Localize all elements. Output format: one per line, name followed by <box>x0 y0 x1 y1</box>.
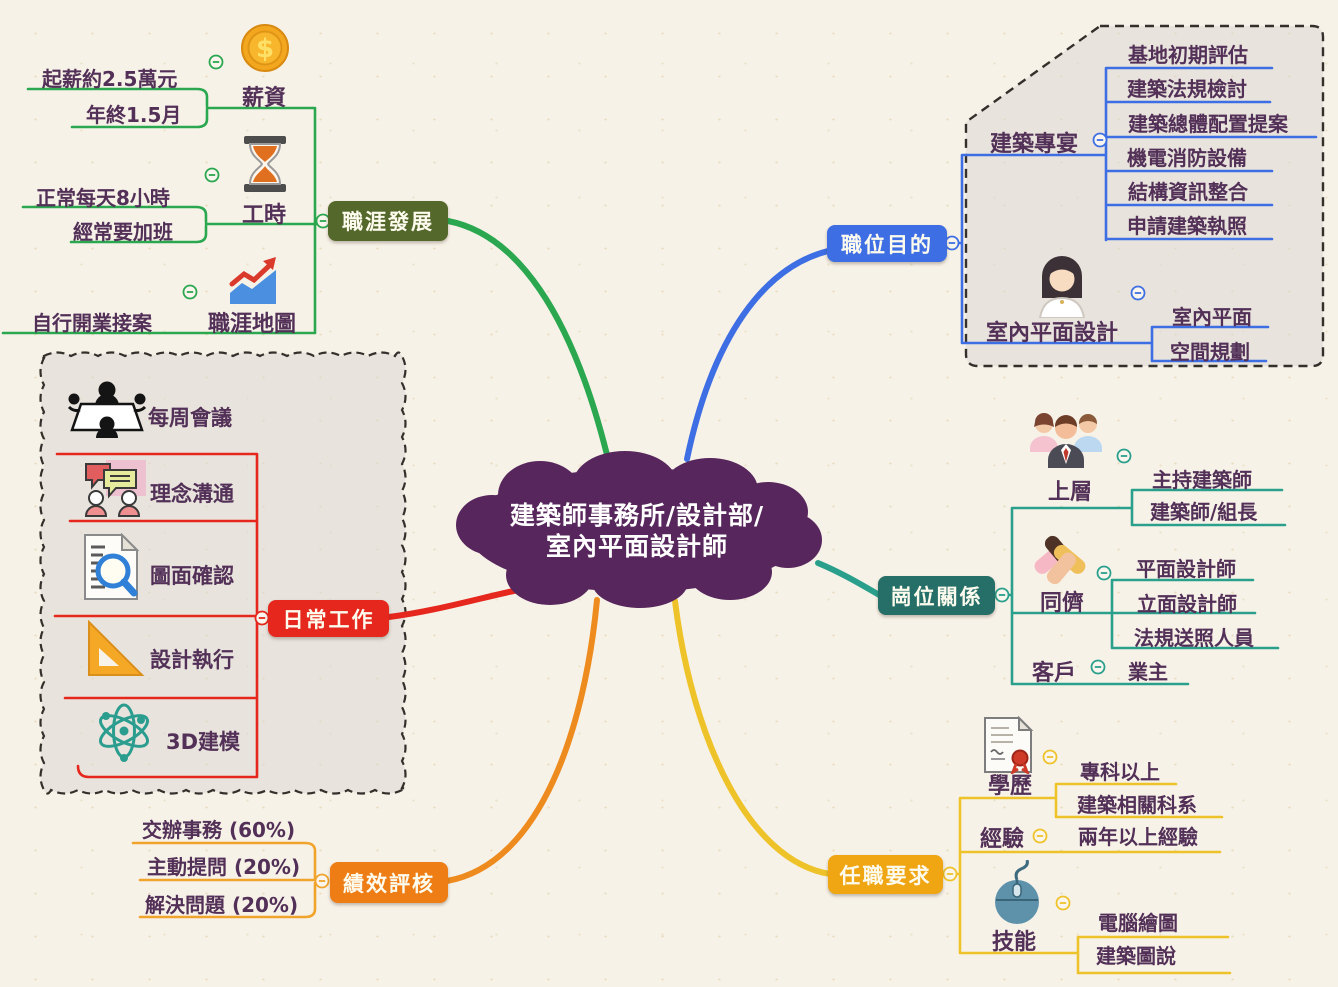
coin-icon: $ <box>240 22 290 74</box>
topic-drawing-confirmation[interactable]: 圖面確認 <box>150 564 234 588</box>
collapse-toggle[interactable] <box>944 235 960 251</box>
branch-curve-purpose <box>684 248 831 462</box>
collapse-toggle[interactable] <box>254 610 270 626</box>
meeting-table-icon <box>66 380 148 444</box>
collapse-toggle[interactable] <box>208 54 224 70</box>
topic-lead-architect[interactable]: 主持建築師 <box>1152 468 1252 492</box>
collapse-toggle[interactable] <box>1042 749 1058 765</box>
collapse-toggle[interactable] <box>1096 565 1112 581</box>
topic-weekly-meeting[interactable]: 每周會議 <box>148 406 232 430</box>
chart-up-icon <box>227 253 279 307</box>
topic-interior-plan-design[interactable]: 室內平面設計 <box>986 321 1119 346</box>
topic-mep-fire-equipment[interactable]: 機電消防設備 <box>1127 146 1247 170</box>
topic-peers[interactable]: 同儕 <box>1040 591 1085 616</box>
woman-avatar-icon <box>1033 252 1091 319</box>
hands-together-icon <box>1026 528 1094 592</box>
topic-work-hours[interactable]: 工時 <box>242 203 287 228</box>
topic-upper-level[interactable]: 上層 <box>1048 480 1093 505</box>
topic-concept-communication[interactable]: 理念溝通 <box>150 482 234 506</box>
topic-skills[interactable]: 技能 <box>992 930 1037 955</box>
topic-architecture-related-major[interactable]: 建築相關科系 <box>1077 793 1197 817</box>
topic-design-execution[interactable]: 設計執行 <box>150 648 234 672</box>
topic-interior-plan[interactable]: 室內平面 <box>1172 305 1252 329</box>
document-magnifier-icon <box>82 532 140 601</box>
topic-code-submission-staff[interactable]: 法規送照人員 <box>1134 626 1254 650</box>
topic-two-years-experience[interactable]: 兩年以上經驗 <box>1078 825 1198 849</box>
central-topic-title-line1: 建築師事務所/設計部/ <box>509 501 765 530</box>
mouse-icon <box>990 859 1044 926</box>
collapse-toggle[interactable] <box>1130 285 1146 301</box>
topic-performance-review[interactable]: 績效評核 <box>330 862 448 903</box>
topic-overall-layout-proposal[interactable]: 建築總體配置提案 <box>1128 112 1288 136</box>
svg-text:$: $ <box>256 34 274 64</box>
topic-year-end-bonus[interactable]: 年終1.5月 <box>86 103 182 127</box>
topic-career-development[interactable]: 職涯發展 <box>328 201 448 241</box>
hourglass-icon <box>241 136 289 192</box>
collapse-toggle[interactable] <box>182 284 198 300</box>
central-topic[interactable] <box>456 451 822 608</box>
topic-assigned-tasks[interactable]: 交辦事務 (60%) <box>142 818 296 842</box>
topic-salary[interactable]: 薪資 <box>242 86 287 111</box>
topic-3d-modeling[interactable]: 3D建模 <box>166 730 241 754</box>
branch-curve-requirements <box>672 598 833 877</box>
tree-lines-performance <box>131 841 324 919</box>
topic-starting-salary[interactable]: 起薪約2.5萬元 <box>42 67 178 91</box>
tree-lines-career <box>1 87 319 335</box>
topic-normal-8-hours[interactable]: 正常每天8小時 <box>36 186 170 210</box>
central-topic-title-line2: 室內平面設計師 <box>545 532 728 561</box>
topic-position-purpose[interactable]: 職位目的 <box>827 225 947 262</box>
topic-problem-solving[interactable]: 解決問題 (20%) <box>145 893 299 917</box>
collapse-toggle[interactable] <box>204 167 220 183</box>
chat-people-icon <box>84 460 148 518</box>
topic-college-above[interactable]: 專科以上 <box>1080 760 1160 784</box>
topic-job-requirements[interactable]: 任職要求 <box>828 855 943 894</box>
collapse-toggle[interactable] <box>314 873 330 889</box>
triangle-ruler-icon <box>82 619 146 678</box>
collapse-toggle[interactable] <box>1090 659 1106 675</box>
certificate-icon <box>982 715 1034 776</box>
topic-architect-team-leader[interactable]: 建築師/組長 <box>1150 500 1258 524</box>
team-icon <box>1028 408 1104 472</box>
topic-architecture-project[interactable]: 建築專宴 <box>990 132 1079 157</box>
topic-daily-work[interactable]: 日常工作 <box>268 600 389 637</box>
branch-curve-career <box>445 218 612 466</box>
topic-education[interactable]: 學歷 <box>988 774 1033 799</box>
topic-computer-drafting[interactable]: 電腦繪圖 <box>1098 911 1178 935</box>
collapse-toggle[interactable] <box>1032 828 1048 844</box>
topic-site-initial-assessment[interactable]: 基地初期評估 <box>1128 43 1248 67</box>
topic-frequent-overtime[interactable]: 經常要加班 <box>73 220 173 244</box>
topic-building-code-review[interactable]: 建築法規檢討 <box>1127 77 1247 101</box>
topic-building-permit-application[interactable]: 申請建築執照 <box>1127 214 1247 238</box>
topic-experience[interactable]: 經驗 <box>980 827 1025 852</box>
topic-owner[interactable]: 業主 <box>1128 660 1168 684</box>
collapse-toggle[interactable] <box>1055 895 1071 911</box>
topic-space-planning[interactable]: 空間規劃 <box>1170 340 1250 364</box>
topic-proactive-questions[interactable]: 主動提問 (20%) <box>147 855 301 879</box>
collapse-toggle[interactable] <box>1116 448 1132 464</box>
topic-architectural-drawings[interactable]: 建築圖說 <box>1096 944 1176 968</box>
atom-icon <box>94 698 154 764</box>
tree-lines-daily <box>53 452 259 779</box>
branch-curve-relations <box>815 560 884 599</box>
branch-curve-daily <box>386 586 526 620</box>
topic-plan-designer[interactable]: 平面設計師 <box>1136 557 1236 581</box>
collapse-toggle[interactable] <box>942 866 958 882</box>
topic-client[interactable]: 客戶 <box>1032 661 1077 686</box>
topic-structural-info-integration[interactable]: 結構資訊整合 <box>1128 180 1248 204</box>
topic-position-relations[interactable]: 崗位關係 <box>878 576 995 615</box>
topic-career-map[interactable]: 職涯地圖 <box>208 312 297 337</box>
collapse-toggle[interactable] <box>994 587 1010 603</box>
topic-self-employment[interactable]: 自行開業接案 <box>32 311 152 335</box>
branch-curve-performance <box>444 597 600 884</box>
collapse-toggle[interactable] <box>1092 132 1108 148</box>
topic-elevation-designer[interactable]: 立面設計師 <box>1137 592 1237 616</box>
